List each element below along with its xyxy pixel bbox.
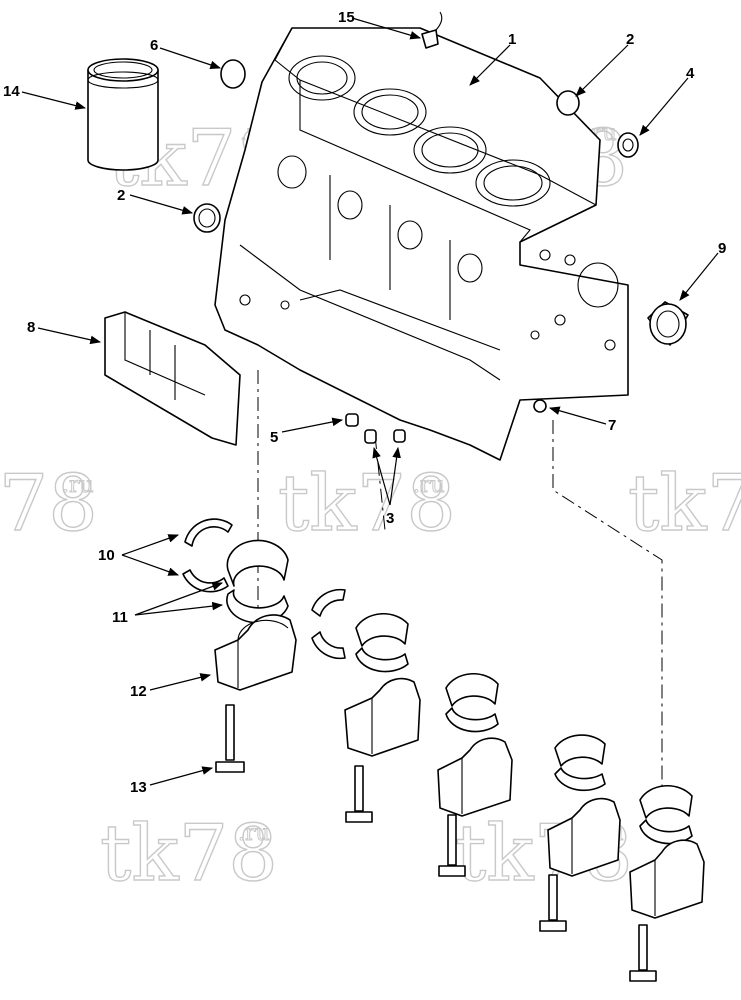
alignment-lines bbox=[257, 370, 663, 790]
pin-7 bbox=[533, 399, 547, 413]
callout-6: 6 bbox=[150, 37, 158, 54]
callout-15: 15 bbox=[338, 9, 355, 26]
watermark-text: tk78 bbox=[0, 459, 98, 549]
watermark-group: tk78 .ru tk78 .ru tk78 .ru tk78 .ru tk78… bbox=[0, 113, 741, 899]
bearing-shells-11 bbox=[226, 539, 289, 624]
bearing-cap-4 bbox=[547, 797, 621, 877]
callout-1: 1 bbox=[508, 31, 516, 48]
callout-12: 12 bbox=[130, 683, 147, 700]
sensor-15 bbox=[421, 11, 443, 49]
callout-13: 13 bbox=[130, 779, 147, 796]
cap-bolts bbox=[215, 704, 657, 982]
callout-10: 10 bbox=[98, 547, 115, 564]
watermark-suffix: .ru bbox=[238, 821, 270, 846]
leader-lines bbox=[21, 17, 719, 786]
callout-2-lower: 2 bbox=[117, 187, 125, 204]
thrust-washer-10a bbox=[184, 518, 233, 547]
bearing-cap-5 bbox=[629, 839, 705, 919]
seal-9 bbox=[647, 301, 689, 346]
callout-3: 3 bbox=[386, 510, 394, 527]
bearing-shell-3 bbox=[445, 672, 499, 733]
callout-5: 5 bbox=[270, 429, 278, 446]
bearing-cap-2 bbox=[344, 677, 421, 757]
dowels bbox=[345, 413, 406, 444]
watermark-suffix: .ru bbox=[413, 473, 445, 498]
callout-2-upper: 2 bbox=[626, 31, 634, 48]
callout-7: 7 bbox=[608, 417, 616, 434]
callout-4: 4 bbox=[686, 65, 695, 82]
watermark-text: tk78 bbox=[278, 459, 456, 549]
plug-4 bbox=[617, 132, 639, 158]
watermark-suffix: .ru bbox=[62, 473, 94, 498]
watermark-text: tk78 bbox=[628, 459, 741, 549]
plug-2-upper bbox=[556, 90, 580, 116]
cylinder-block bbox=[214, 27, 629, 461]
callout-8: 8 bbox=[27, 319, 35, 336]
callout-11: 11 bbox=[112, 609, 128, 626]
callout-9: 9 bbox=[718, 240, 726, 257]
thrust-washer-mid bbox=[311, 588, 346, 660]
bearing-shell-4 bbox=[554, 734, 606, 792]
bearing-cap-1 bbox=[214, 614, 297, 691]
watermark-text: tk78 bbox=[100, 809, 278, 899]
callout-14: 14 bbox=[3, 83, 20, 100]
bearing-cap-3 bbox=[437, 737, 513, 817]
cylinder-liner bbox=[87, 58, 159, 171]
plug-2-lower bbox=[193, 203, 221, 233]
plug-6 bbox=[220, 59, 246, 89]
main-bearing-bridge bbox=[104, 311, 241, 446]
callout-labels: 15 1 2 6 14 4 2 9 8 5 7 3 10 11 12 13 bbox=[3, 9, 726, 796]
bearing-shell-5 bbox=[639, 784, 693, 845]
bearing-shell-2 bbox=[355, 612, 409, 673]
